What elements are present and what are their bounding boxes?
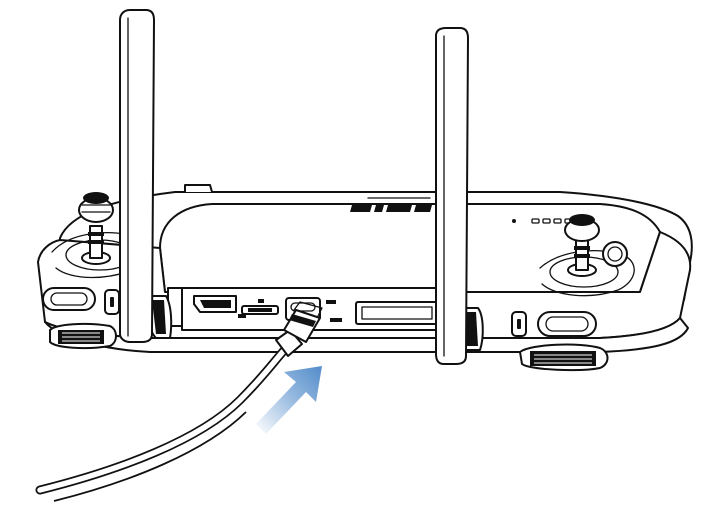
- left-dial-icon: [49, 322, 117, 350]
- usb-c-cable-icon: [35, 301, 323, 502]
- right-dial-icon: [519, 343, 609, 372]
- microsd-slot-icon: [238, 299, 279, 318]
- right-control-stick-icon: [564, 214, 600, 277]
- right-shoulder-button-icon: [537, 311, 597, 337]
- left-antenna-hinge-icon: [147, 295, 173, 339]
- insert-arrow-icon: [256, 366, 322, 434]
- hdmi-port-icon: [193, 295, 237, 313]
- controller-body: [37, 184, 693, 372]
- brand-mark-icon: [350, 197, 432, 212]
- right-antenna-icon: [435, 27, 469, 365]
- left-control-stick-icon: [78, 192, 114, 265]
- left-antenna-icon: [119, 9, 155, 343]
